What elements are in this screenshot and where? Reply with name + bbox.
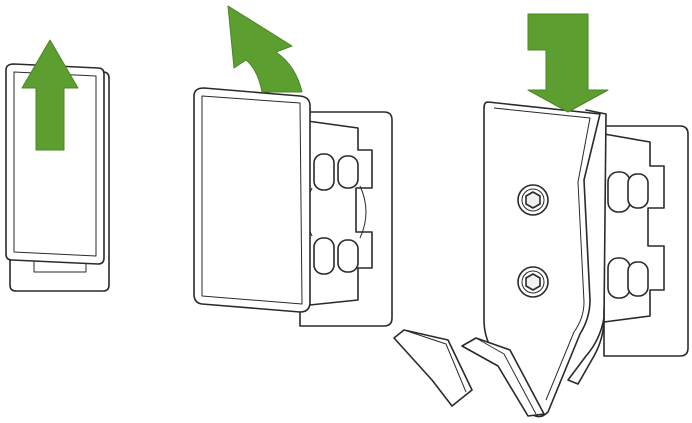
step-3-connector-knobs (607, 171, 649, 299)
hex-screw-icon (517, 184, 549, 216)
step-3-arrow-down-icon (527, 13, 609, 113)
step-3-backplate (603, 125, 689, 357)
step-1-adhesive-cover (5, 63, 105, 265)
step-2-adhesive-cover (193, 87, 311, 313)
step-2-cover-inner-edge (201, 95, 303, 305)
step-1-backplate (9, 71, 110, 292)
step-1 (5, 39, 110, 292)
step-3 (393, 13, 689, 418)
step-2 (193, 5, 393, 327)
step-2-connector-knobs (305, 153, 367, 275)
step-2-rail (299, 119, 373, 307)
step-1-arrow-up-icon (21, 39, 79, 151)
step-3-rail (603, 133, 665, 323)
hex-screw-icon (517, 266, 549, 298)
step-3-hook-side (567, 109, 607, 385)
step-2-arrow-up-left-icon (227, 5, 303, 93)
step-3-hook-left-prong (393, 329, 473, 407)
step-2-backplate (299, 111, 393, 327)
